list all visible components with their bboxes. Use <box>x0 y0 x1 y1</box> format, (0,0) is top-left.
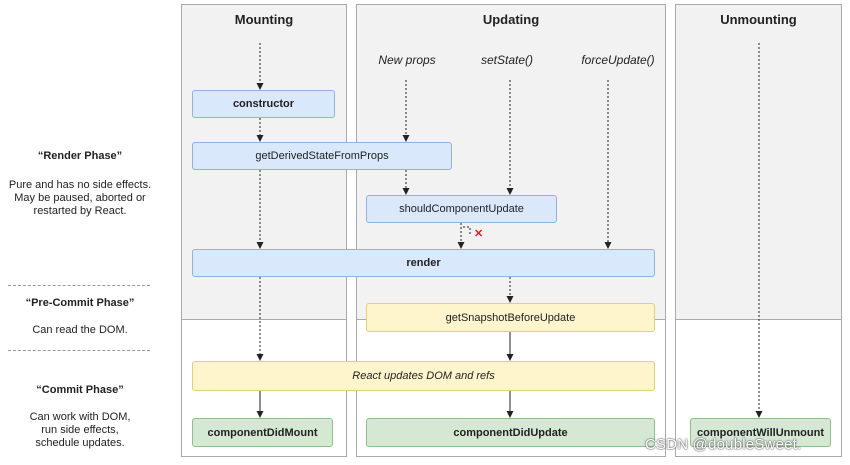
commit-phase-line: Can work with DOM, <box>29 411 131 423</box>
commit-phase-line: run side effects, <box>41 424 119 436</box>
component-will-unmount-box: componentWillUnmount <box>690 418 831 447</box>
precommit-phase-line: Can read the DOM. <box>32 324 128 336</box>
commit-phase-line: schedule updates. <box>35 437 125 449</box>
precommit-phase-desc: Can read the DOM. <box>0 324 160 337</box>
mounting-title: Mounting <box>234 12 294 27</box>
commit-phase-desc: Can work with DOM, run side effects, sch… <box>0 411 160 450</box>
trigger-force-update: forceUpdate() <box>581 53 655 67</box>
get-snapshot-box: getSnapshotBeforeUpdate <box>366 303 655 332</box>
should-component-update-box: shouldComponentUpdate <box>366 195 557 223</box>
trigger-new-props: New props <box>378 53 436 67</box>
render-phase-desc: Pure and has no side effects. May be pau… <box>0 179 160 218</box>
csdn-watermark: CSDN @doubleSweet. <box>645 436 802 453</box>
component-did-update-box: componentDidUpdate <box>366 418 655 447</box>
arrow-should-reject <box>463 226 471 234</box>
unmounting-title: Unmounting <box>720 12 797 27</box>
render-phase-line: May be paused, aborted or <box>14 192 146 204</box>
updating-title: Updating <box>482 12 540 27</box>
render-phase-line: restarted by React. <box>33 205 127 217</box>
constructor-box: constructor <box>192 90 335 118</box>
reject-x-icon: ✕ <box>474 228 484 240</box>
get-derived-state-box: getDerivedStateFromProps <box>192 142 452 170</box>
render-phase-line: Pure and has no side effects. <box>8 179 152 191</box>
render-phase-title: “Render Phase” <box>37 150 123 162</box>
component-did-mount-box: componentDidMount <box>192 418 333 447</box>
phase-separator <box>8 350 150 351</box>
trigger-set-state: setState() <box>480 53 534 67</box>
render-box: render <box>192 249 655 277</box>
phase-separator <box>8 285 150 286</box>
precommit-phase-title: “Pre-Commit Phase” <box>25 297 135 309</box>
commit-phase-title: “Commit Phase” <box>36 384 124 396</box>
react-updates-dom-box: React updates DOM and refs <box>192 361 655 391</box>
